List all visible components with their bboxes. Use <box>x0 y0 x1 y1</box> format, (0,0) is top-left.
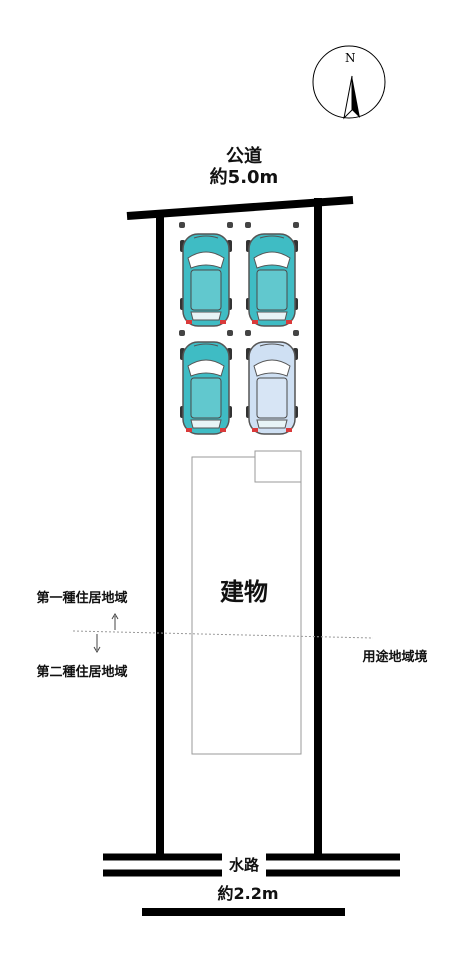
building-outline <box>191 456 302 755</box>
north-arrow-fill-icon <box>352 76 360 118</box>
compass-north-label: N <box>345 51 356 65</box>
parked-car-icon <box>244 221 300 327</box>
parked-car-icon <box>244 329 300 435</box>
zoning-boundary-label: 用途地域境 <box>361 649 427 665</box>
zoning-upper-label: 第一種住居地域 <box>36 590 127 606</box>
waterway-label-bg <box>222 853 266 877</box>
compass: N <box>312 45 386 120</box>
parked-car-icon <box>178 329 234 435</box>
building-annex-box <box>254 450 302 483</box>
zoning-lower-label: 第二種住居地域 <box>36 664 127 680</box>
parking-area <box>178 221 300 435</box>
building-label: 建物 <box>220 578 268 606</box>
road-label: 公道 <box>226 145 262 167</box>
compass-circle <box>312 45 386 119</box>
arrow-up-icon <box>111 613 119 630</box>
waterway-width-label: 約2.2m <box>217 884 278 903</box>
parked-car-icon <box>178 221 234 327</box>
road-width-label: 約5.0m <box>210 166 279 188</box>
arrow-down-icon <box>93 634 101 653</box>
waterway-label: 水路 <box>229 856 260 874</box>
